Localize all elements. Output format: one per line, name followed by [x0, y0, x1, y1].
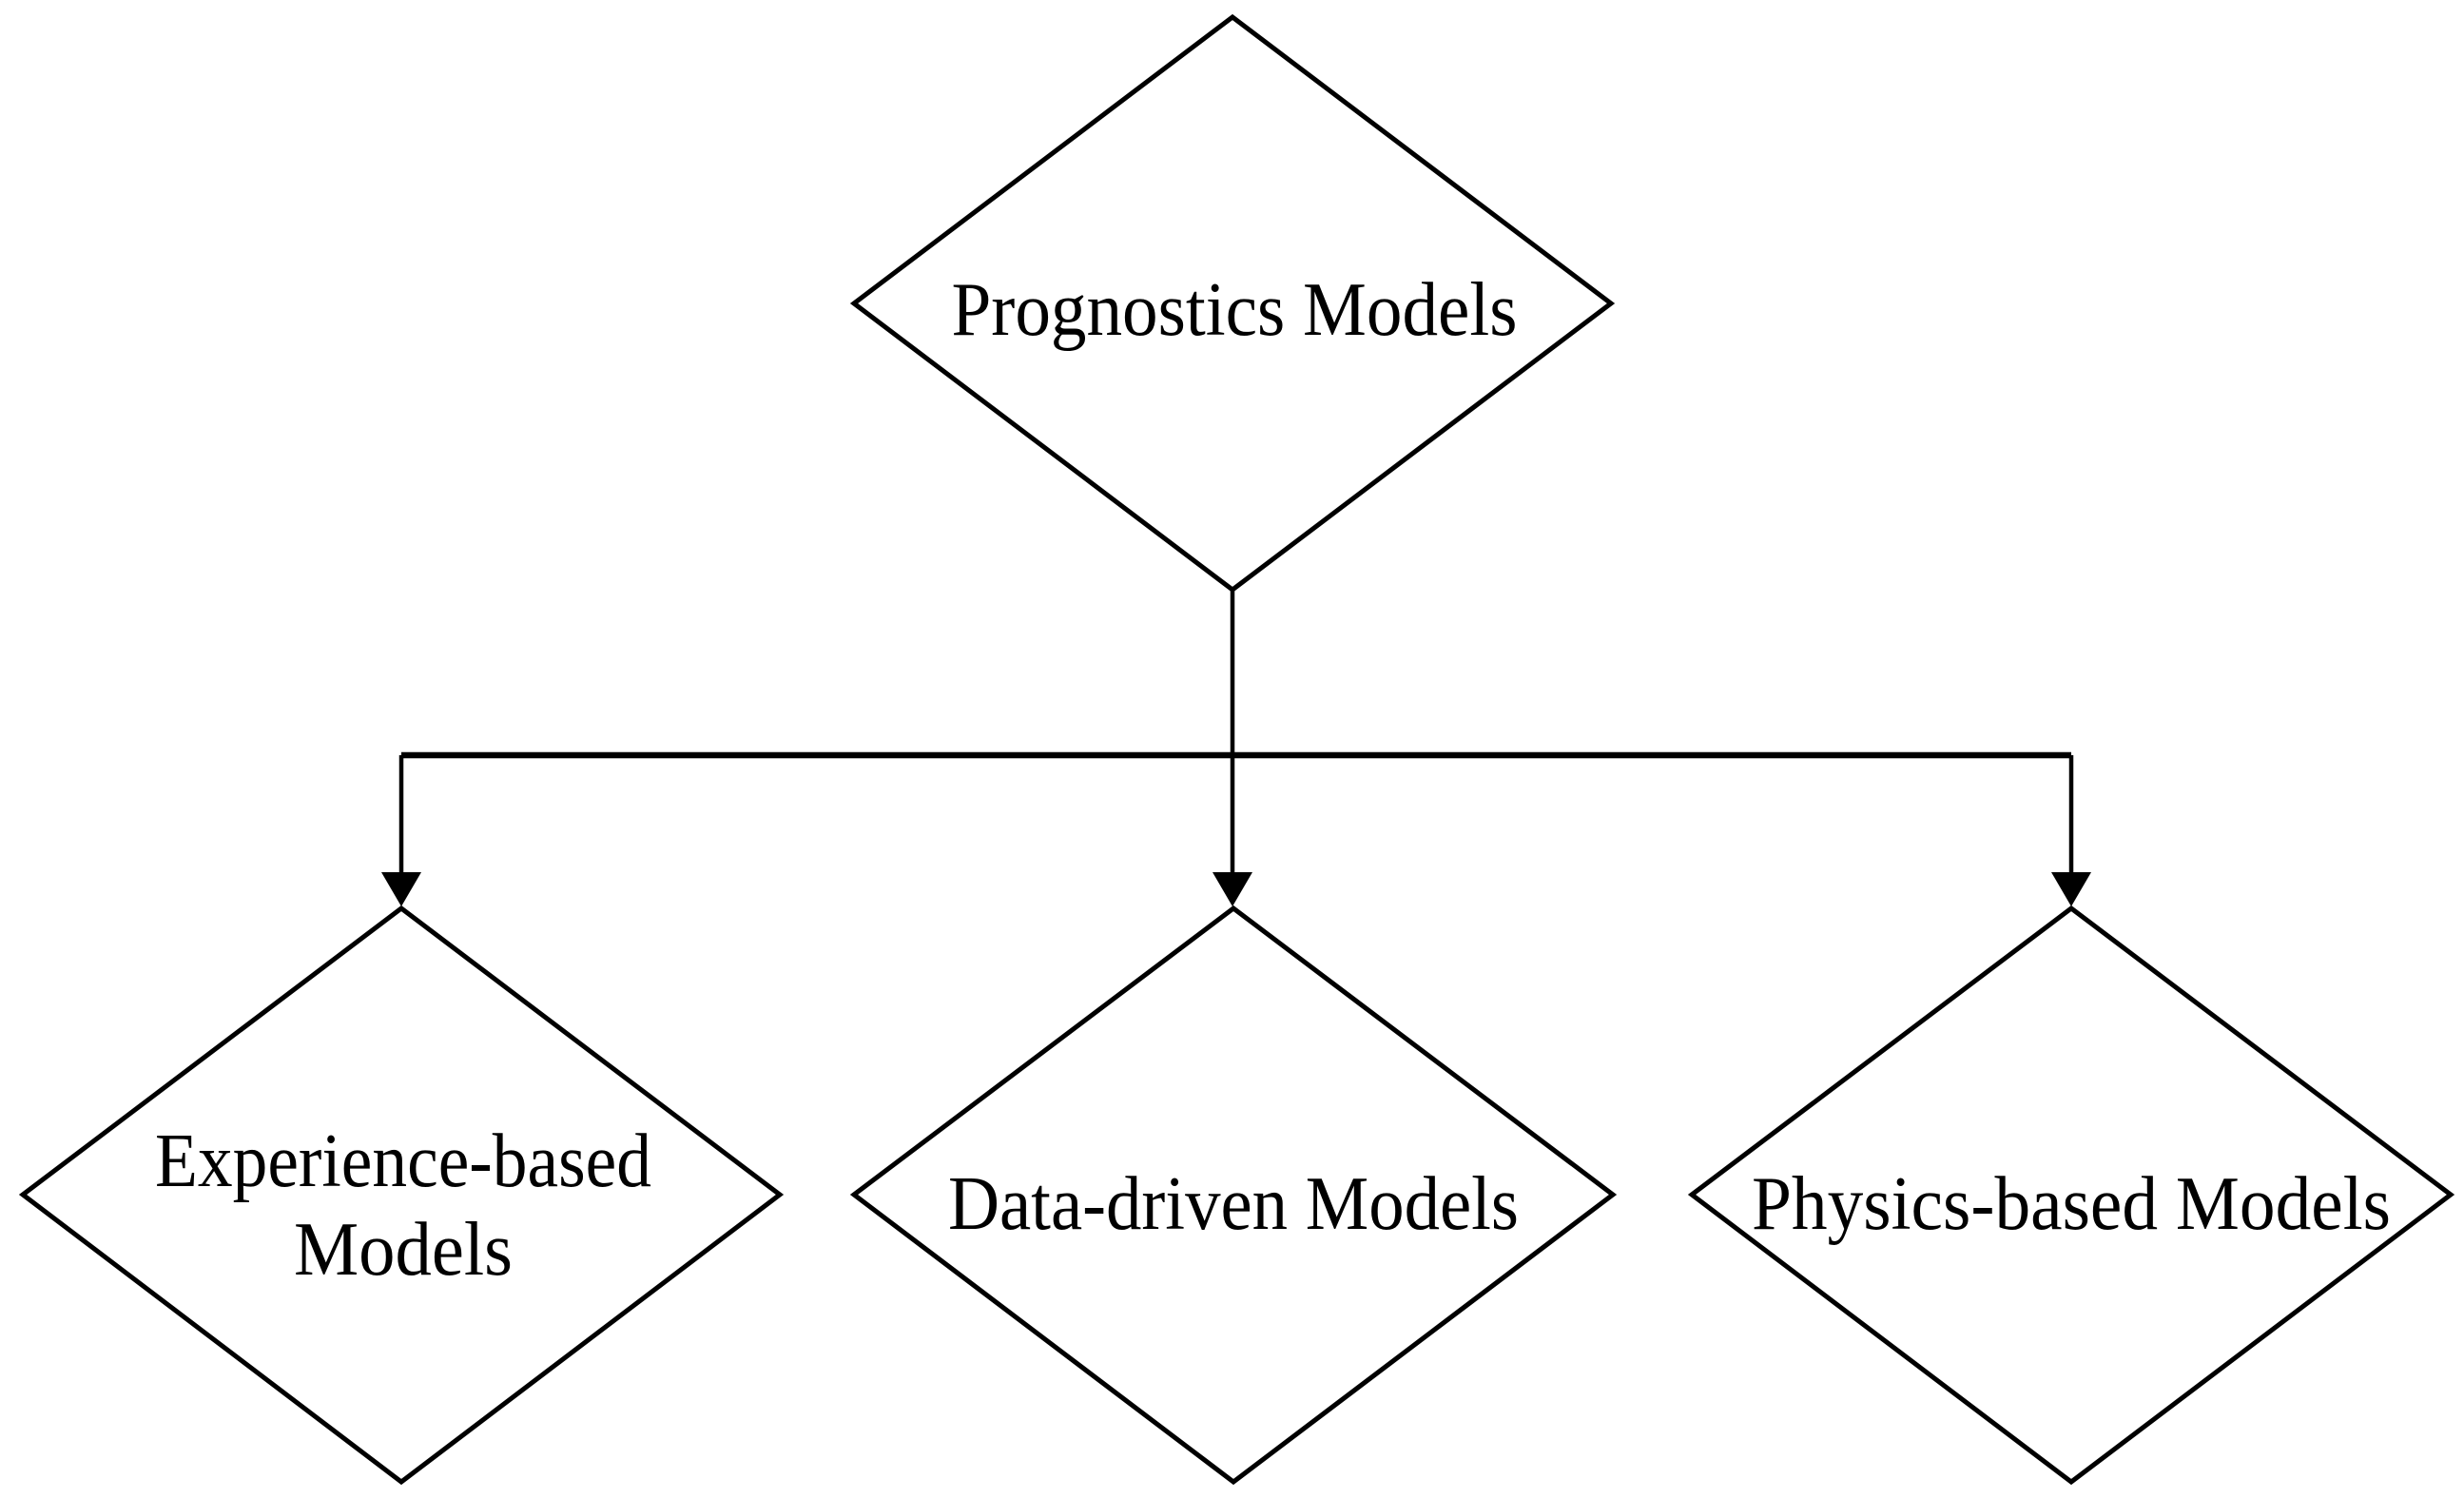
node-experience-based-label-line1: Experience-based: [155, 1119, 651, 1203]
node-data-driven-label: Data-driven Models: [948, 1162, 1519, 1246]
arrowhead-left-icon: [381, 872, 421, 906]
node-experience-based-label-line2: Models: [294, 1208, 513, 1292]
arrowhead-right-icon: [2051, 872, 2091, 906]
node-physics-based-diamond: [1687, 905, 2455, 1486]
arrowhead-middle-icon: [1213, 872, 1252, 906]
node-physics-based-label: Physics-based Models: [1752, 1162, 2391, 1246]
node-prognostics-models-diamond: [849, 13, 1616, 594]
node-data-driven-diamond: [849, 905, 1618, 1486]
node-prognostics-models-label: Prognostics Models: [952, 268, 1518, 352]
node-experience-based-diamond: [18, 905, 785, 1486]
